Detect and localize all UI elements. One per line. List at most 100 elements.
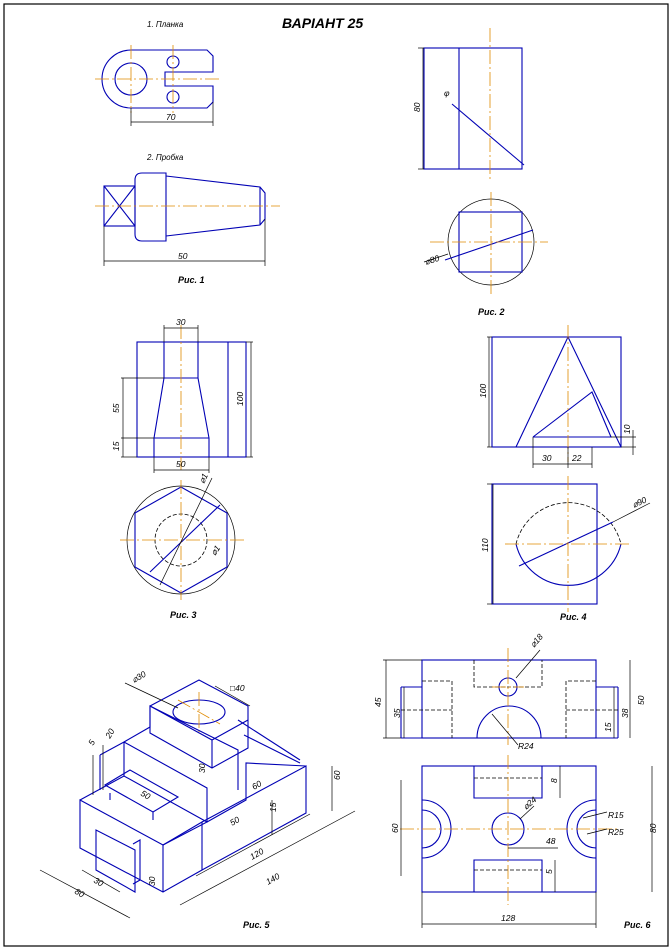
dim-marker: φ (444, 88, 450, 98)
dim-20: 20 (103, 727, 117, 741)
dim-sq40: □40 (230, 683, 245, 693)
figure-6: ⌀18 45 35 50 38 15 R24 ⌀24 R15 R25 8 (373, 631, 658, 930)
leader (124, 682, 179, 709)
leader (519, 805, 535, 820)
dim-d: ⌀90 (631, 494, 649, 509)
top-slot (473, 766, 543, 799)
cylinder-square-hole (458, 211, 523, 273)
cone-box (491, 336, 622, 448)
dim-50: 50 (636, 695, 646, 705)
part2-label: 2. Пробка (146, 153, 184, 162)
dim-d1: ⌀1 (197, 471, 210, 484)
figure-1: 1. Планка 70 2. Пробка 50 Рис. 1 (95, 20, 280, 285)
dim-30: 30 (542, 453, 552, 463)
dim-10: 10 (622, 424, 632, 434)
fig3-caption: Рис. 3 (170, 610, 197, 620)
dim-15: 15 (268, 802, 278, 812)
figure-2: φ 80 ⌀80 Рис. 2 (412, 28, 548, 317)
step (99, 741, 208, 822)
dim-line (195, 813, 311, 877)
dim-30b: 30 (147, 876, 157, 886)
variant-title: ВАРІАНТ 25 (282, 15, 363, 31)
fig1-caption: Рис. 1 (178, 275, 205, 285)
dim-35: 35 (392, 708, 402, 718)
dim-80: 80 (73, 886, 86, 900)
dim-d2: ⌀1 (208, 543, 222, 557)
dim-38: 38 (620, 708, 630, 718)
half-bore (476, 705, 542, 739)
slot (132, 839, 141, 885)
hidden-arc (515, 502, 622, 545)
dim-50: 50 (178, 251, 188, 261)
visible-arc (515, 543, 622, 586)
dim-48: 48 (546, 836, 556, 846)
figure-4: 100 10 30 22 ⌀90 110 Рис. 4 (478, 325, 651, 622)
dim-100: 100 (478, 384, 488, 398)
fig6-caption: Рис. 6 (624, 920, 652, 930)
dim-30c: 30 (92, 875, 105, 889)
prism-front (136, 341, 247, 458)
leader (491, 713, 519, 746)
front-cut (95, 829, 136, 893)
dim-R24: R24 (518, 741, 534, 751)
dim-60a: 60 (250, 778, 263, 792)
dim-140: 140 (264, 871, 282, 887)
dim-22: 22 (571, 453, 582, 463)
leader (582, 811, 608, 819)
chamfer (243, 734, 301, 764)
dim-60: 60 (390, 823, 400, 833)
dim-30: 30 (176, 317, 186, 327)
dim-R25: R25 (608, 827, 624, 837)
dim-5: 5 (86, 738, 97, 747)
dim-8: 8 (549, 778, 559, 783)
cube (149, 679, 249, 769)
dim-R15: R15 (608, 810, 624, 820)
cone-hole (153, 342, 210, 457)
recess-depth (109, 793, 154, 820)
fig2-caption: Рис. 2 (478, 307, 505, 317)
dim-55: 55 (111, 403, 121, 413)
dim-45: 45 (373, 697, 383, 707)
dim-50a: 50 (139, 788, 152, 802)
dim-d18: ⌀18 (528, 631, 545, 649)
cut-plane-top (444, 229, 534, 261)
cylinder-front (423, 47, 523, 170)
dim-70: 70 (166, 112, 176, 122)
dim-128: 128 (501, 913, 515, 923)
front-outline (421, 659, 597, 739)
hidden-lines (401, 660, 618, 738)
plate-outline (101, 49, 214, 109)
cut-plane (451, 103, 525, 166)
dim-d24: ⌀24 (521, 794, 539, 811)
dim-110: 110 (480, 538, 490, 552)
dim-line (39, 869, 131, 919)
dim-15: 15 (111, 441, 121, 451)
leader (423, 253, 449, 263)
dim-120: 120 (248, 846, 266, 862)
dim-30a: 30 (197, 763, 207, 773)
dim-100: 100 (235, 392, 245, 406)
dim-line (179, 810, 356, 906)
part1-label: 1. Планка (147, 20, 184, 29)
dim-line (214, 685, 251, 707)
dim-50: 50 (176, 459, 186, 469)
dim-line (81, 869, 121, 893)
cone-outline (515, 335, 622, 448)
cube-edges (149, 705, 249, 768)
figure-5: ⌀30 □40 5 20 30 50 60 60 50 15 120 140 3… (39, 669, 356, 930)
plug-collar (134, 172, 167, 242)
dim-80: 80 (412, 102, 422, 112)
leader (612, 502, 651, 523)
leader (515, 649, 541, 679)
base-top (79, 775, 209, 846)
dim-diameter: ⌀80 (424, 253, 441, 267)
figure-3: 30 55 15 100 50 ⌀1 ⌀1 Рис. 3 (111, 317, 253, 620)
cone-cut (532, 391, 612, 438)
cube-centerline (177, 699, 221, 725)
chamfer (237, 719, 301, 761)
plug-taper (165, 175, 266, 237)
dim-30top: ⌀30 (130, 669, 148, 685)
dim-80: 80 (648, 823, 658, 833)
fig5-caption: Рис. 5 (243, 920, 271, 930)
